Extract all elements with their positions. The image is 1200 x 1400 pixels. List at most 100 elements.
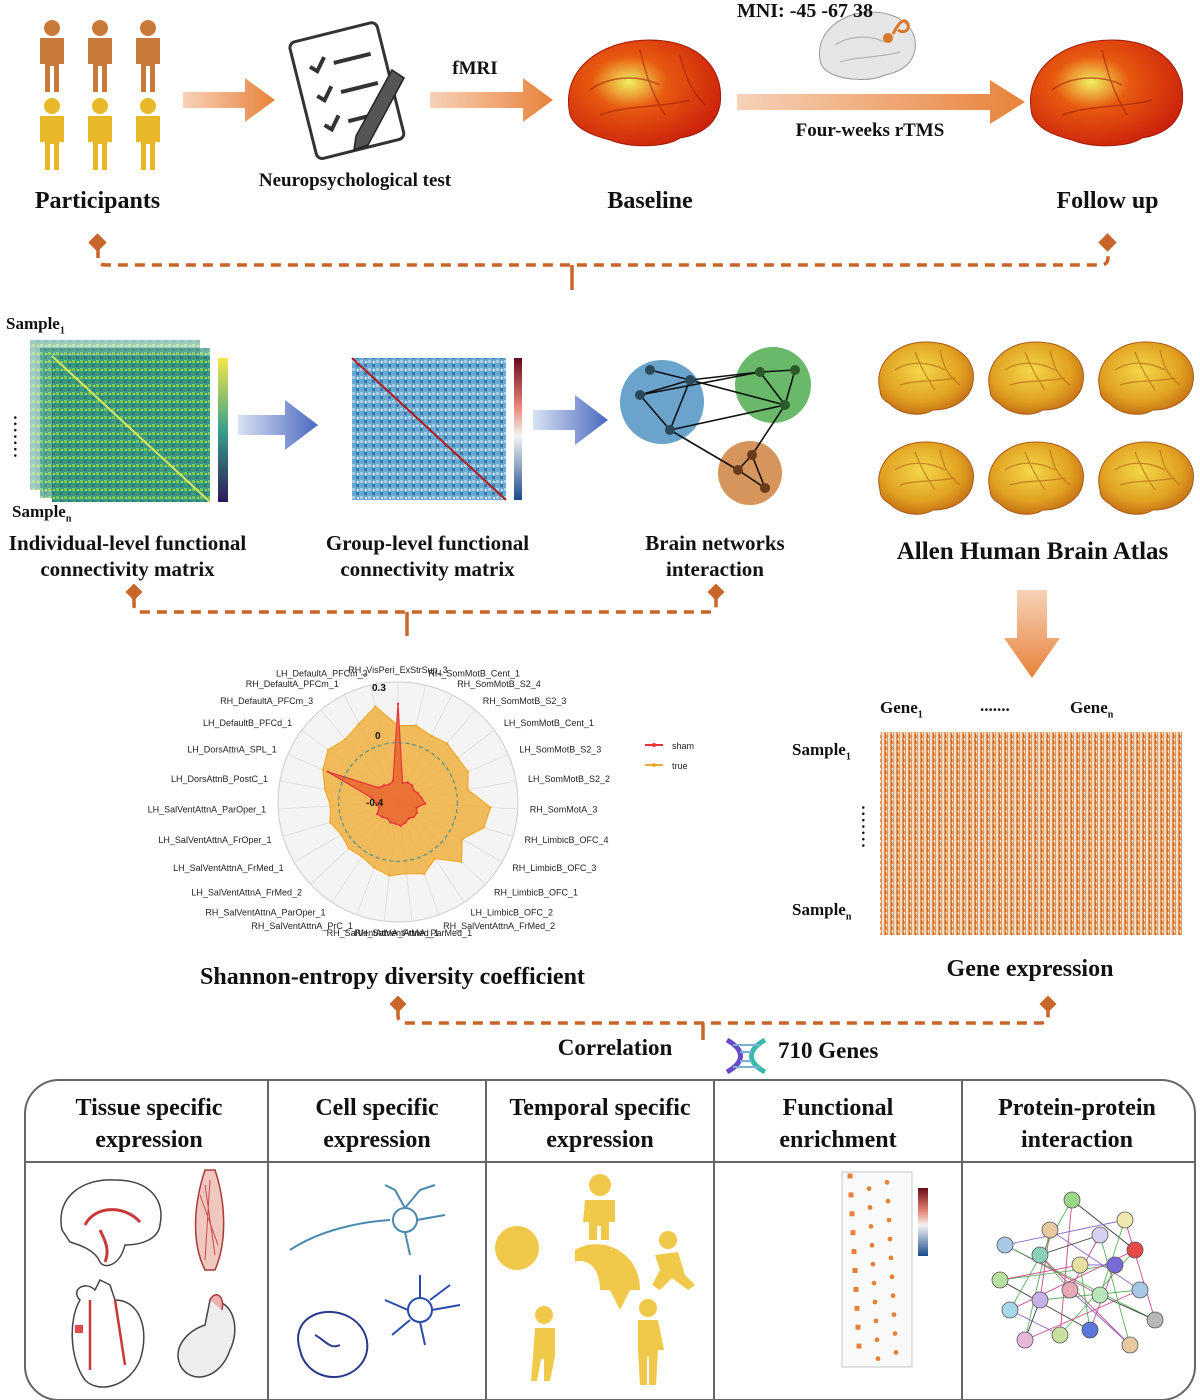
radar-point-sham <box>387 783 391 786</box>
allen-brain-grid <box>878 341 1195 515</box>
enrichment-dot <box>890 1293 896 1299</box>
radar-point-true <box>466 770 470 773</box>
ppi-edge <box>1004 1219 1126 1246</box>
enrichment-dot <box>893 1350 899 1355</box>
enrichment-dot <box>874 1337 880 1343</box>
enrichment-dot <box>875 1356 881 1362</box>
radar-point-true <box>347 847 351 850</box>
radar-category-label: RH_LimbicB_OFC_3 <box>512 863 596 873</box>
radar-category-label: LH_SalVentAttnA_FrOper_1 <box>158 835 271 845</box>
radar-point-sham <box>382 784 386 787</box>
ppi-edge <box>1124 1219 1156 1321</box>
radar-point-sham <box>396 702 400 706</box>
radar-point-true <box>374 705 377 708</box>
radar-point-sham <box>377 786 380 789</box>
radar-point-sham <box>406 781 409 784</box>
diamond-marker <box>1098 233 1117 252</box>
radar-point-sham <box>380 815 384 819</box>
radar-point-true <box>321 768 325 771</box>
radar-point-true <box>329 804 332 808</box>
radar-category-label: LH_DefaultA_PFCm_3 <box>276 669 368 679</box>
allen-atlas-label: Allen Human Brain Atlas <box>896 538 1169 565</box>
radar-category-label: RH_SalVentAttnA_PrC_1 <box>251 921 353 931</box>
radar-point-true <box>388 874 391 877</box>
legend-label-sham: sham <box>672 741 694 751</box>
ppi-edge <box>1004 1244 1156 1321</box>
radar-series-sham <box>327 703 427 827</box>
ppi-node <box>1106 1256 1124 1274</box>
ppi-network <box>991 1191 1164 1354</box>
radar-category-label: LH_SalVentAttnA_ParOper_1 <box>148 805 267 815</box>
radar-category-label: LH_DorsAttnB_PostC_1 <box>171 774 268 784</box>
enrichment-dot <box>887 1236 893 1242</box>
radar-point-true <box>482 826 485 829</box>
ppi-edge <box>999 1264 1081 1281</box>
radar-title: Shannon-entropy diversity coefficient <box>200 964 585 990</box>
radar-point-sham <box>415 806 419 809</box>
radar-chart: 0.30-0.4RH_VisPeri_ExStrSup_3RH_SomMotB_… <box>148 665 694 938</box>
followup-brain-icon <box>1030 39 1184 147</box>
radar-point-true <box>461 837 464 841</box>
arrow-test-to-baseline <box>430 78 553 122</box>
diamond-marker <box>707 583 725 601</box>
ppi-node <box>1031 1246 1049 1264</box>
radar-category-label: RH_LimbicB_OFC_1 <box>494 888 578 898</box>
participants-label: Participants <box>34 188 161 214</box>
baseline-brain-icon <box>568 39 722 147</box>
fmri-label: fMRI <box>452 58 498 79</box>
radar-point-sham <box>401 781 404 785</box>
radar-category-label: LH_SomMotB_S2_2 <box>528 774 610 784</box>
temporal-lifespan-icons <box>495 1174 695 1385</box>
bottom-panel-frame <box>24 1079 1196 1400</box>
radar-point-true <box>430 734 433 737</box>
enrichment-dot <box>868 1224 874 1229</box>
diamond-marker <box>125 583 143 601</box>
radar-point-true <box>360 855 364 858</box>
ppi-node <box>1061 1281 1079 1299</box>
enrichment-dot <box>871 1280 877 1286</box>
radar-category-label: LH_SalVentAttnA_FrMed_2 <box>191 888 302 898</box>
radar-point-sham <box>391 779 395 782</box>
ppi-node <box>1063 1191 1081 1209</box>
gene-ellipsis: ....... <box>980 696 1010 715</box>
ppi-node <box>996 1236 1014 1254</box>
radar-point-sham <box>376 812 379 816</box>
enrichment-dot <box>852 1268 858 1273</box>
enrichment-dot <box>873 1318 879 1324</box>
radar-tick-label: 0.3 <box>372 683 386 694</box>
enrichment-dot <box>856 1343 862 1349</box>
radar-point-sham <box>389 821 392 824</box>
radar-tick-label: 0 <box>375 731 381 742</box>
radar-point-true <box>445 742 449 745</box>
ppi-edge <box>1099 1294 1156 1321</box>
radar-point-true <box>414 724 418 727</box>
radar-point-sham <box>410 784 414 787</box>
arrow-participants-to-test <box>183 78 275 122</box>
radar-point-true <box>372 866 376 869</box>
ppi-node <box>1126 1241 1144 1259</box>
checklist-icon <box>288 21 406 160</box>
dashed-connector-middle <box>132 598 718 636</box>
ppi-edge <box>1099 1234 1131 1346</box>
radar-point-sham <box>375 802 378 805</box>
diamond-marker <box>389 995 407 1013</box>
radar-point-true <box>489 806 492 809</box>
radar-point-sham <box>407 817 410 820</box>
enrichment-dot <box>869 1242 875 1248</box>
sample-1-label: Sample1 <box>6 314 65 337</box>
radar-point-true <box>405 872 408 875</box>
arrow-blue-2 <box>533 395 608 445</box>
radar-category-label: LH_SalVentAttnA_FrMed_1 <box>173 863 284 873</box>
followup-label: Follow up <box>1056 188 1159 214</box>
ppi-edge <box>1024 1229 1051 1341</box>
radar-category-label: LH_LimbicB_OFC_2 <box>471 907 554 917</box>
neuro-test-label: Neuropsychological test <box>258 170 452 191</box>
radar-point-sham <box>394 822 397 825</box>
muscle-tissue-icon <box>194 1169 225 1271</box>
diamond-marker <box>88 233 107 252</box>
